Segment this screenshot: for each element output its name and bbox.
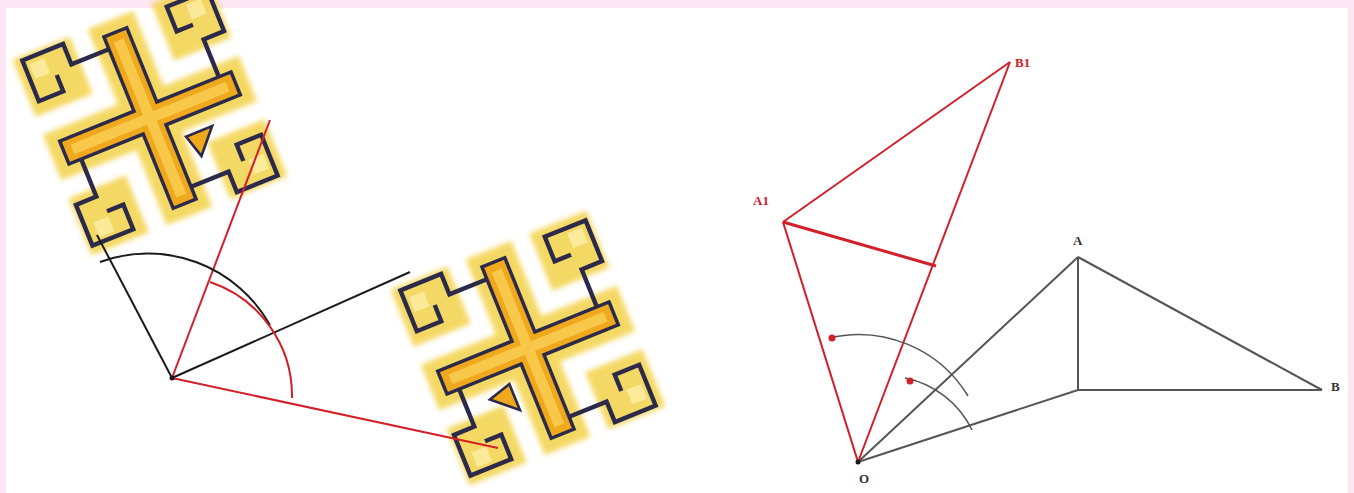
point-label: A (1072, 234, 1083, 248)
point-label: A1 (752, 194, 770, 208)
point-label: B (1330, 380, 1341, 394)
point-label: B1 (1014, 56, 1031, 70)
point-label: O (858, 472, 870, 486)
